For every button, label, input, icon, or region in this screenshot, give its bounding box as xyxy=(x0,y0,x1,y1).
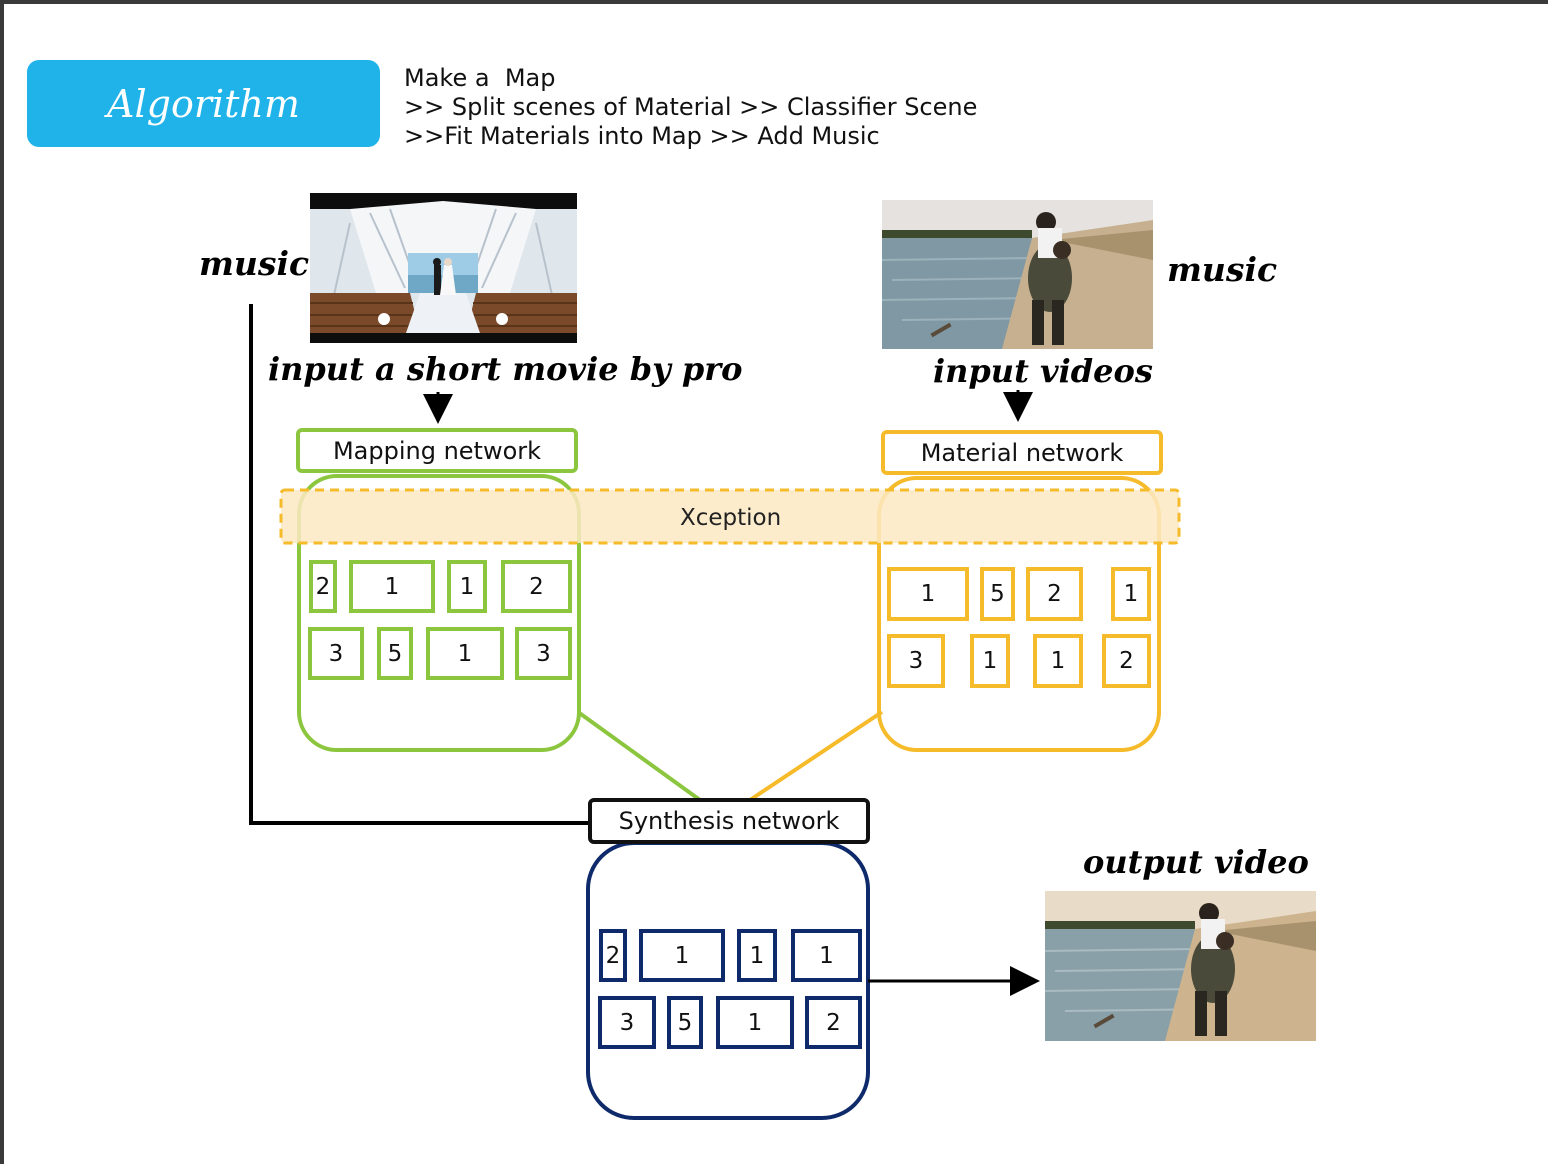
material-network-text: Material network xyxy=(920,438,1124,467)
mapping-chip: 1 xyxy=(426,627,504,680)
step-line-2: >> Split scenes of Material >> Classifie… xyxy=(404,93,978,121)
synthesis-network-label: Synthesis network xyxy=(588,798,870,844)
mapping-chip: 1 xyxy=(349,560,435,613)
beach-photo-input xyxy=(882,200,1153,349)
output-video-label: output video xyxy=(1083,843,1309,881)
step-line-3: >>Fit Materials into Map >> Add Music xyxy=(404,122,880,150)
mapping-chip: 3 xyxy=(308,627,364,680)
algorithm-badge: Algorithm xyxy=(27,60,380,147)
algorithm-badge-label: Algorithm xyxy=(107,81,300,126)
synthesis-chip: 1 xyxy=(737,929,777,982)
mapping-chip: 2 xyxy=(309,560,337,613)
music-label-left: music xyxy=(199,244,310,283)
window-top-border xyxy=(0,0,1548,4)
material-chip: 5 xyxy=(980,567,1015,621)
mapping-chip: 1 xyxy=(447,560,487,613)
mapping-to-synthesis-line xyxy=(576,710,702,802)
material-network-label: Material network xyxy=(881,430,1163,475)
material-to-synthesis-line xyxy=(748,710,884,802)
mapping-chip: 5 xyxy=(377,627,413,680)
xception-label: Xception xyxy=(680,505,782,531)
xception-band xyxy=(279,488,1181,545)
synthesis-chip: 2 xyxy=(599,929,627,982)
material-chip: 1 xyxy=(1111,567,1151,621)
chapel-photo xyxy=(310,193,577,343)
synthesis-chip: 1 xyxy=(716,996,794,1049)
mapping-network-label: Mapping network xyxy=(296,428,578,473)
synthesis-chip: 5 xyxy=(667,996,703,1049)
algorithm-steps: Make a Map>> Split scenes of Material >>… xyxy=(404,64,977,151)
synthesis-chip: 3 xyxy=(598,996,656,1049)
material-container xyxy=(877,476,1161,752)
mapping-container xyxy=(297,474,581,752)
input-pro-label: input a short movie by pro xyxy=(268,350,743,388)
material-chip: 1 xyxy=(887,567,969,621)
synthesis-chip: 1 xyxy=(639,929,725,982)
window-left-border xyxy=(0,0,4,1164)
mapping-chip: 3 xyxy=(515,627,572,680)
synthesis-chip: 2 xyxy=(805,996,862,1049)
synthesis-network-text: Synthesis network xyxy=(618,807,840,835)
music-label-right: music xyxy=(1167,250,1278,289)
step-line-1: Make a Map xyxy=(404,64,556,92)
music-connector-line xyxy=(249,304,590,825)
synthesis-chip: 1 xyxy=(791,929,862,982)
material-chip: 3 xyxy=(887,634,945,688)
mapping-chip: 2 xyxy=(501,560,572,613)
mapping-network-text: Mapping network xyxy=(332,436,542,465)
beach-photo-output xyxy=(1045,891,1316,1041)
material-chip: 2 xyxy=(1026,567,1083,621)
material-chip: 1 xyxy=(970,634,1010,688)
input-videos-label: input videos xyxy=(933,352,1153,390)
material-chip: 1 xyxy=(1033,634,1083,688)
material-chip: 2 xyxy=(1102,634,1151,688)
